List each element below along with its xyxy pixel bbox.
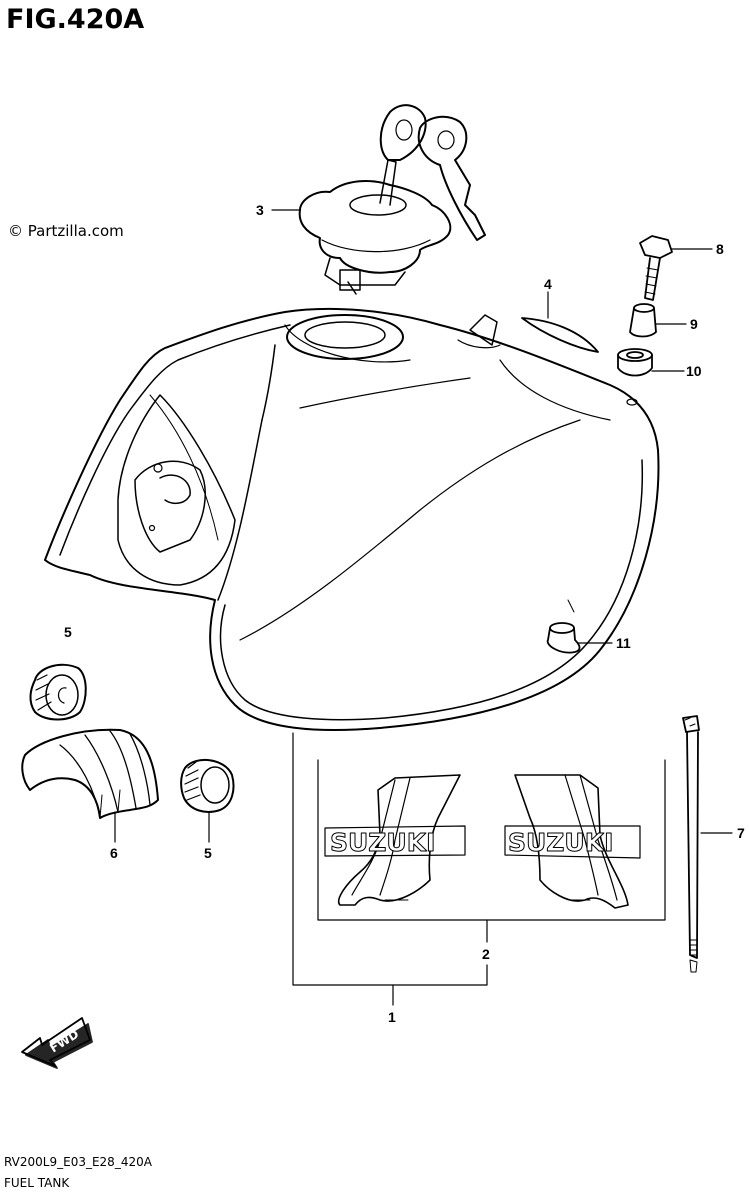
diagram-caption: FUEL TANK bbox=[4, 1176, 70, 1190]
decal-set[interactable]: SUZUKI SUZUKI bbox=[324, 774, 641, 909]
callout-1[interactable]: 1 bbox=[388, 1009, 396, 1025]
watermark: © Partzilla.com bbox=[8, 222, 124, 240]
fuel-tank[interactable] bbox=[44, 307, 660, 732]
figure-title: FIG.420A bbox=[6, 4, 145, 35]
callout-8[interactable]: 8 bbox=[716, 241, 724, 257]
callout-2[interactable]: 2 bbox=[482, 946, 490, 962]
callout-11[interactable]: 11 bbox=[616, 635, 631, 651]
cushion-upper[interactable] bbox=[29, 663, 87, 721]
cushion-lower[interactable] bbox=[180, 758, 235, 813]
diagram-code: RV200L9_E03_E28_420A bbox=[4, 1155, 152, 1169]
callout-5-lower[interactable]: 5 bbox=[204, 845, 212, 861]
callout-4[interactable]: 4 bbox=[544, 276, 552, 292]
callout-9[interactable]: 9 bbox=[690, 316, 698, 332]
decal-text-right: SUZUKI bbox=[508, 828, 613, 857]
callout-5-upper[interactable]: 5 bbox=[64, 624, 72, 640]
callout-7[interactable]: 7 bbox=[737, 825, 745, 841]
bolt[interactable] bbox=[639, 235, 673, 301]
cable-tie[interactable] bbox=[682, 715, 700, 973]
fuel-cap-with-keys[interactable] bbox=[298, 104, 486, 295]
decal-text-left: SUZUKI bbox=[330, 828, 435, 857]
fwd-arrow-icon: FWD bbox=[21, 1017, 93, 1069]
callout-10[interactable]: 10 bbox=[686, 363, 702, 379]
callout-3[interactable]: 3 bbox=[256, 202, 264, 218]
spacer-collar[interactable] bbox=[629, 303, 657, 338]
cover-rubber[interactable] bbox=[21, 728, 159, 819]
tank-cushion[interactable] bbox=[546, 599, 581, 654]
grommet-ring[interactable] bbox=[617, 348, 653, 377]
leader-lines bbox=[114, 209, 733, 1006]
cushion-pad[interactable] bbox=[521, 317, 599, 353]
callout-6[interactable]: 6 bbox=[110, 845, 118, 861]
